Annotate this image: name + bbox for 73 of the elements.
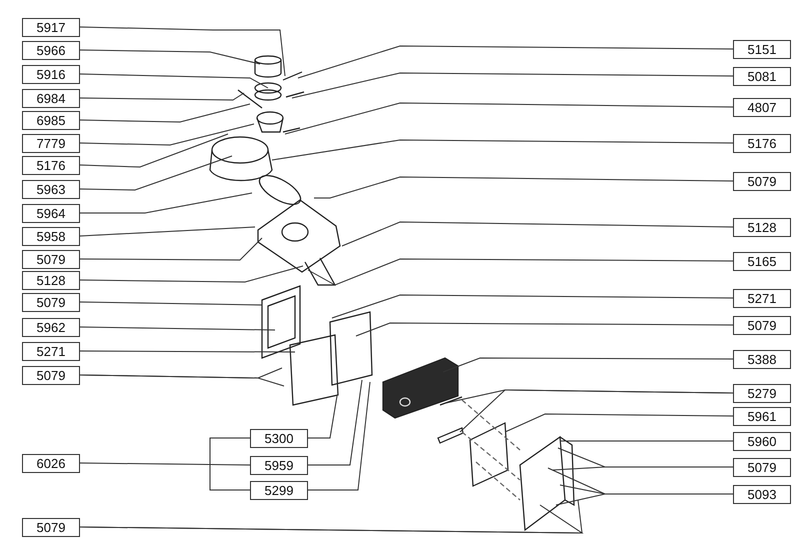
callout-number: 5079 [22, 292, 80, 312]
callout-number: 5958 [22, 226, 80, 246]
callout-number: 5963 [22, 180, 80, 198]
leader-line [552, 466, 734, 470]
leader-line [210, 438, 250, 490]
callout-number: 5916 [22, 64, 80, 84]
callout-number: 5961 [733, 406, 791, 426]
callout-number: 5964 [22, 204, 80, 222]
callout-number: 5079 [733, 172, 791, 190]
callout-number: 5165 [733, 252, 791, 270]
leader-line [308, 396, 338, 438]
leader-line [560, 440, 734, 442]
leader-line [80, 50, 260, 64]
leader-line [80, 192, 252, 214]
callout-number: 5960 [733, 432, 791, 450]
leader-line [356, 322, 734, 336]
leader-line [314, 176, 734, 198]
leader-line [80, 462, 250, 466]
callout-number: 5300 [250, 428, 308, 448]
callout-number: 5388 [733, 350, 791, 368]
callout-number: 5176 [733, 134, 791, 152]
leader-line [80, 74, 268, 88]
leader-line [80, 350, 296, 352]
leader-line [332, 294, 734, 318]
callout-number: 5279 [733, 384, 791, 402]
callout-number: 5079 [733, 458, 791, 476]
callout-number: 6984 [22, 88, 80, 108]
callout-number: 6985 [22, 110, 80, 130]
callout-number: 5959 [250, 456, 308, 474]
leader-line [284, 102, 734, 134]
leader-line [80, 302, 262, 306]
leader-line [308, 382, 370, 490]
leader-line [80, 226, 256, 236]
callout-number: 5966 [22, 40, 80, 60]
callout-number: 7779 [22, 134, 80, 152]
leader-line [80, 104, 250, 122]
callout-number: 6026 [22, 454, 80, 472]
leader-line [342, 222, 734, 246]
callout-number: 5299 [250, 480, 308, 500]
callout-number: 5128 [733, 218, 791, 236]
callout-number: 5271 [733, 288, 791, 308]
leader-line [80, 26, 286, 76]
leader-line [80, 374, 284, 386]
callout-number: 5176 [22, 156, 80, 174]
callout-number: 5917 [22, 18, 80, 36]
callout-number: 5079 [733, 316, 791, 334]
callout-number: 5079 [22, 250, 80, 268]
callout-number: 4807 [733, 98, 791, 116]
leader-line [80, 124, 254, 146]
leader-line [308, 380, 362, 466]
callout-number: 5962 [22, 318, 80, 336]
leader-line [80, 92, 244, 100]
callout-number: 5151 [733, 40, 791, 58]
leader-line [504, 414, 734, 432]
callout-number: 5093 [733, 484, 791, 504]
callout-number: 5128 [22, 270, 80, 290]
leader-line [80, 238, 262, 260]
callout-number: 5081 [733, 66, 791, 86]
leader-line [460, 390, 734, 432]
leader-line [298, 46, 734, 78]
leader-line [292, 72, 734, 98]
leader-line [80, 500, 583, 534]
callout-number: 5271 [22, 342, 80, 360]
leader-line [80, 156, 232, 190]
leader-line [272, 140, 734, 160]
leader-line [80, 266, 304, 282]
leader-line [308, 258, 734, 286]
callout-number: 5079 [22, 366, 80, 384]
callout-number: 5079 [22, 518, 80, 536]
leader-line [80, 134, 228, 168]
leader-line [556, 494, 734, 506]
leader-line [80, 326, 276, 330]
leader-line [442, 358, 734, 372]
